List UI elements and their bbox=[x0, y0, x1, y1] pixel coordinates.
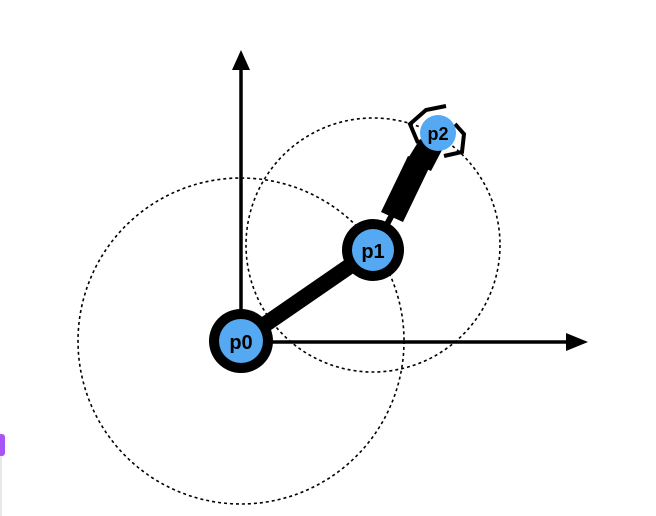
joint-p1: p1 bbox=[342, 219, 404, 281]
y-axis-arrowhead bbox=[232, 50, 250, 70]
gripper-icon bbox=[407, 104, 467, 158]
joint-label-p1: p1 bbox=[361, 241, 384, 263]
workspace-circle-inner bbox=[245, 117, 501, 373]
edge-strip bbox=[0, 456, 2, 516]
joint-p0: p0 bbox=[209, 309, 273, 373]
edge-tab[interactable] bbox=[0, 434, 5, 456]
wrist-block bbox=[381, 156, 430, 222]
joint-label-p2: p2 bbox=[427, 124, 448, 144]
joint-p2: p2 bbox=[420, 115, 456, 151]
x-axis-arrowhead bbox=[566, 333, 588, 351]
joint-label-p0: p0 bbox=[229, 332, 252, 354]
